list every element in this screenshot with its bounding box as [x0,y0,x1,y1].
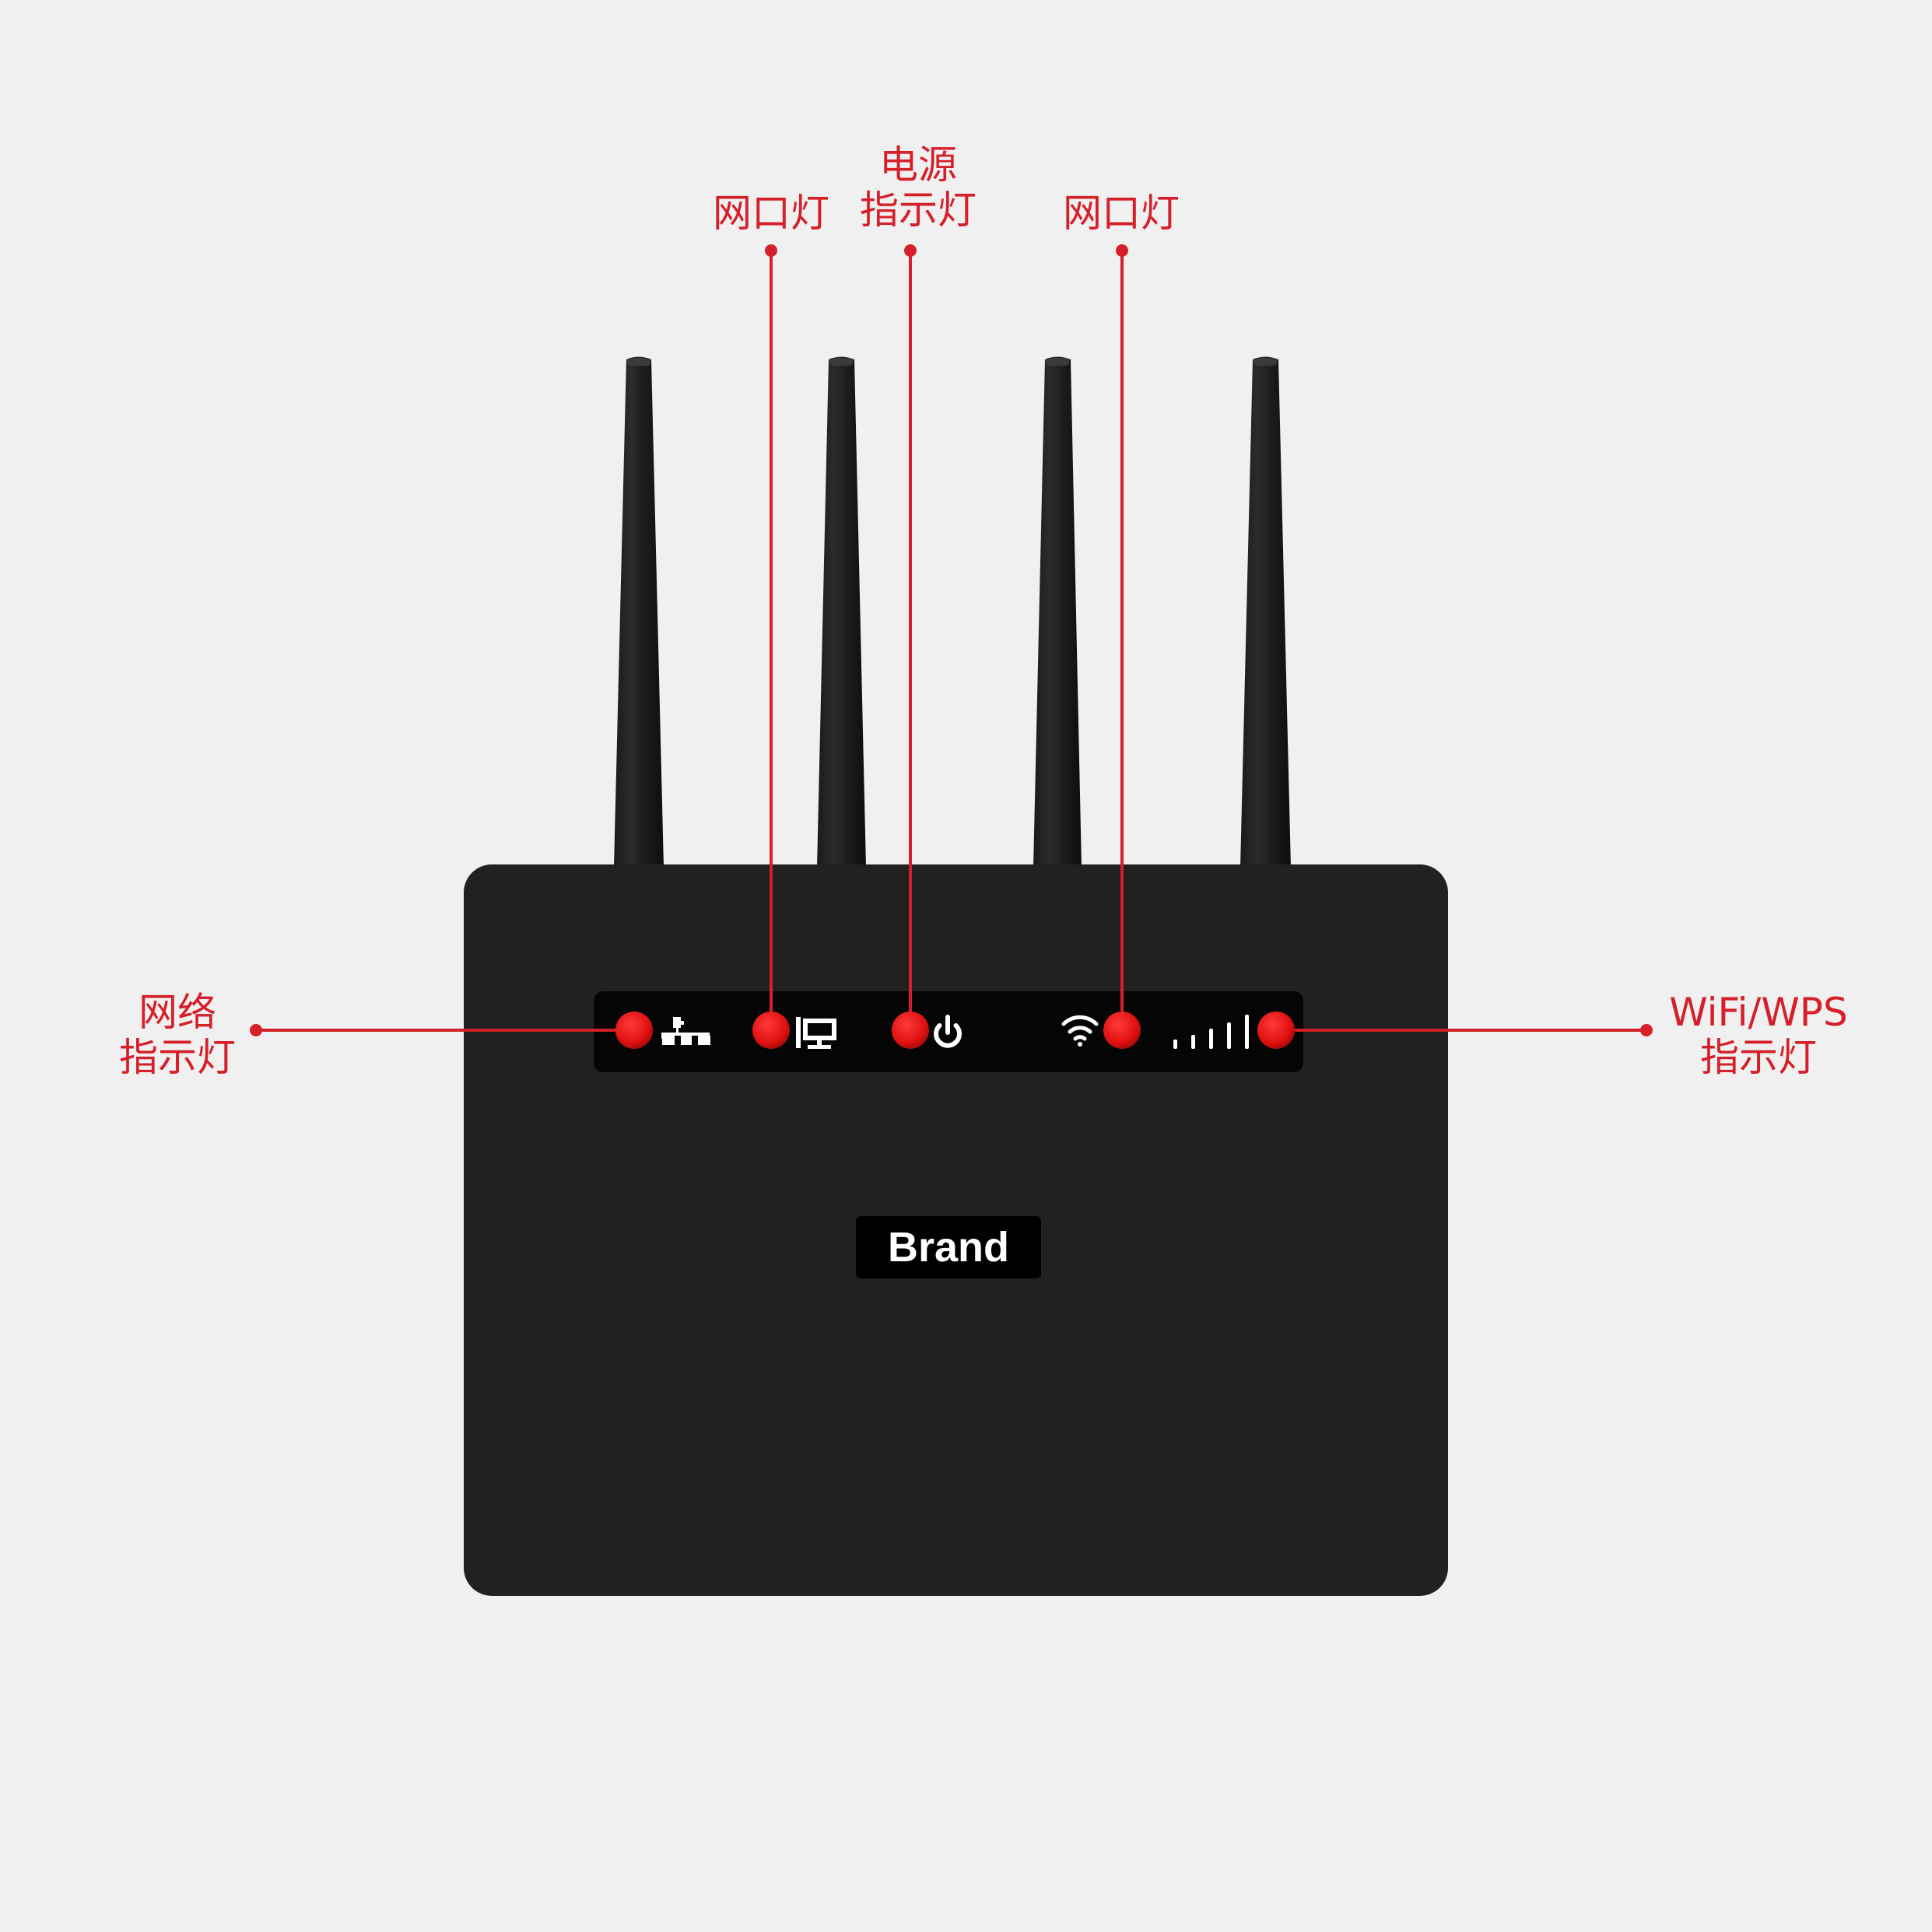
callout-network-line2: 指示灯 [119,1035,236,1080]
wifi-wps-led [1257,1012,1295,1049]
callout-lines [256,251,1646,1032]
power-icon [934,1015,962,1048]
callout-lan-left: 网口灯 [709,191,833,236]
callout-power: 电源 指示灯 [856,142,980,233]
lan-led-left [752,1012,790,1049]
power-led [892,1012,929,1049]
brand-label: Brand [856,1216,1041,1278]
lan-led-right [1103,1012,1141,1049]
antenna-3 [1033,356,1082,868]
antenna-2 [817,356,866,868]
network-topology-icon [661,1017,710,1045]
network-led [615,1012,653,1049]
callout-wifi-wps-line2: 指示灯 [1700,1035,1817,1080]
callout-lan-left-line1: 网口灯 [713,191,829,236]
callout-power-line1: 电源 [879,142,957,188]
callout-network-line1: 网络 [139,990,216,1035]
callout-lan-right-line1: 网口灯 [1063,191,1180,236]
callout-wifi-wps: WiFi/WPS 指示灯 [1650,990,1867,1080]
callout-power-line2: 指示灯 [860,188,977,233]
antenna-4 [1240,356,1291,868]
wifi-icon [1061,1015,1099,1047]
callout-wifi-wps-line1: WiFi/WPS [1669,990,1848,1035]
monitor-icon [796,1017,836,1049]
callout-endpoints [250,244,1653,1036]
callout-network: 网络 指示灯 [115,990,240,1080]
antenna-1 [614,356,664,868]
callout-lan-right: 网口灯 [1059,191,1183,236]
signal-bars-icon [1173,1015,1249,1049]
